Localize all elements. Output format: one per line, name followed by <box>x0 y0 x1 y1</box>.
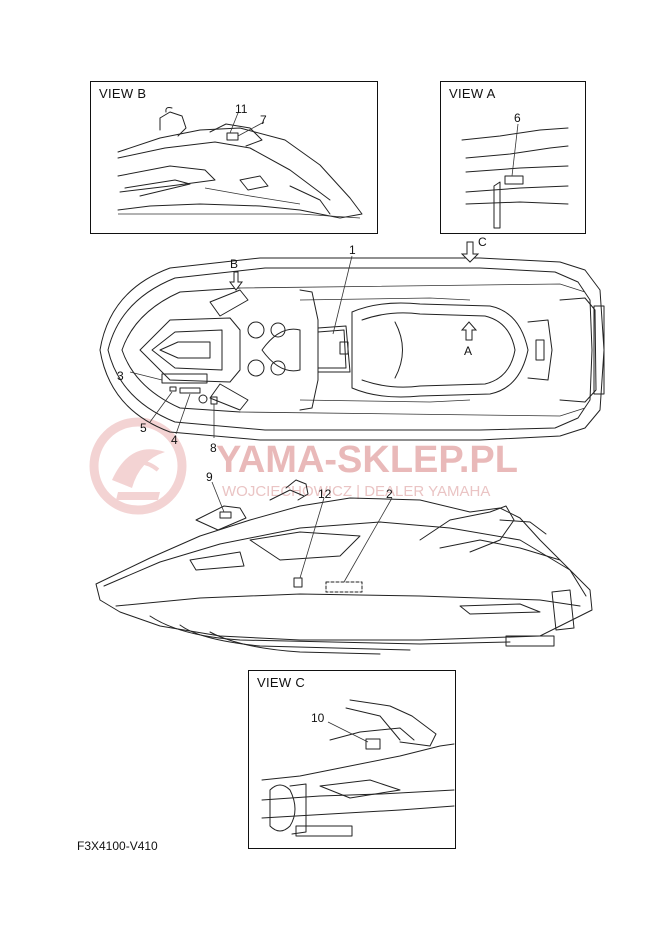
callout-11: 11 <box>235 102 248 116</box>
arrow-c-icon <box>460 241 480 263</box>
arrow-a-icon <box>460 321 478 341</box>
side-view-drawing <box>95 479 593 655</box>
callout-8: 8 <box>210 441 217 455</box>
callout-4: 4 <box>171 433 178 447</box>
callout-1: 1 <box>349 243 356 257</box>
callout-9: 9 <box>206 470 213 484</box>
view-b-drawing <box>117 107 363 219</box>
diagram-code: F3X4100-V410 <box>77 839 158 853</box>
callout-12: 12 <box>318 487 332 501</box>
callout-6: 6 <box>514 111 521 125</box>
watermark-dealer: WOJCIECHOWICZ | DEALER YAMAHA <box>222 483 490 500</box>
callout-5: 5 <box>140 421 147 435</box>
callout-2: 2 <box>386 487 393 501</box>
view-a-drawing <box>461 123 569 229</box>
top-view-drawing <box>99 255 605 441</box>
callout-7: 7 <box>260 113 267 127</box>
view-c-drawing <box>261 699 455 837</box>
callout-10: 10 <box>311 711 325 725</box>
callout-3: 3 <box>117 369 124 383</box>
watermark-logo <box>89 417 187 515</box>
view-a-panel: VIEW A <box>440 81 586 234</box>
view-b-panel: VIEW B <box>90 81 378 234</box>
view-a-title: VIEW A <box>449 86 496 101</box>
view-c-title: VIEW C <box>257 675 306 690</box>
arrow-c-label: C <box>478 235 487 249</box>
arrow-b-icon <box>229 271 243 291</box>
arrow-b-label: B <box>230 257 238 271</box>
watermark-brand: YAMA-SKLEP.PL <box>216 439 518 481</box>
view-b-title: VIEW B <box>99 86 147 101</box>
arrow-a-label: A <box>464 344 472 358</box>
